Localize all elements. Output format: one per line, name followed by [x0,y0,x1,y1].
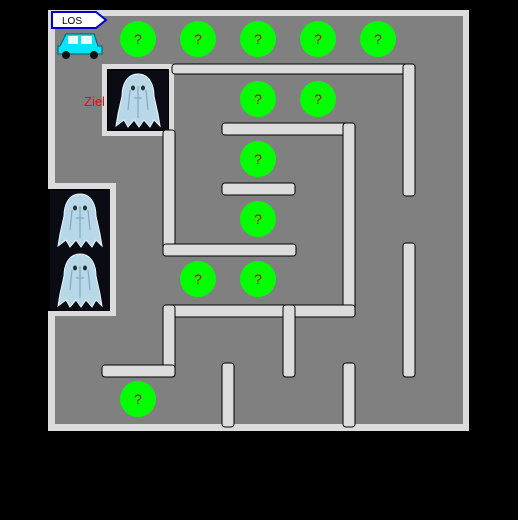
arrow-sign-icon [51,11,108,29]
question-token-icon[interactable]: ? [120,381,156,417]
car-icon[interactable] [57,33,103,59]
svg-text:?: ? [254,271,262,287]
svg-text:?: ? [314,91,322,107]
question-token-icon[interactable]: ? [240,261,276,297]
question-token-icon[interactable]: ? [120,21,156,57]
svg-text:?: ? [194,271,202,287]
svg-text:?: ? [254,31,262,47]
svg-text:?: ? [134,391,142,407]
start-sign: LOS [51,11,108,29]
goal-label: Ziel [84,94,105,109]
question-token-icon[interactable]: ? [240,21,276,57]
start-sign-label: LOS [62,16,82,27]
svg-text:?: ? [194,31,202,47]
svg-text:?: ? [254,211,262,227]
question-token-icon[interactable]: ? [240,81,276,117]
question-token-icon[interactable]: ? [360,21,396,57]
svg-text:?: ? [314,31,322,47]
svg-text:?: ? [254,151,262,167]
question-token-icon[interactable]: ? [180,21,216,57]
question-token-icon[interactable]: ? [300,81,336,117]
svg-text:?: ? [374,31,382,47]
svg-text:?: ? [254,91,262,107]
question-token-icon[interactable]: ? [300,21,336,57]
svg-text:?: ? [134,31,142,47]
ghost-icon [49,189,111,251]
question-token-icon[interactable]: ? [240,201,276,237]
ghost-icon [49,249,111,311]
maze-walls [101,63,416,428]
ghost-icon [107,69,169,131]
question-token-icon[interactable]: ? [240,141,276,177]
question-token-icon[interactable]: ? [180,261,216,297]
